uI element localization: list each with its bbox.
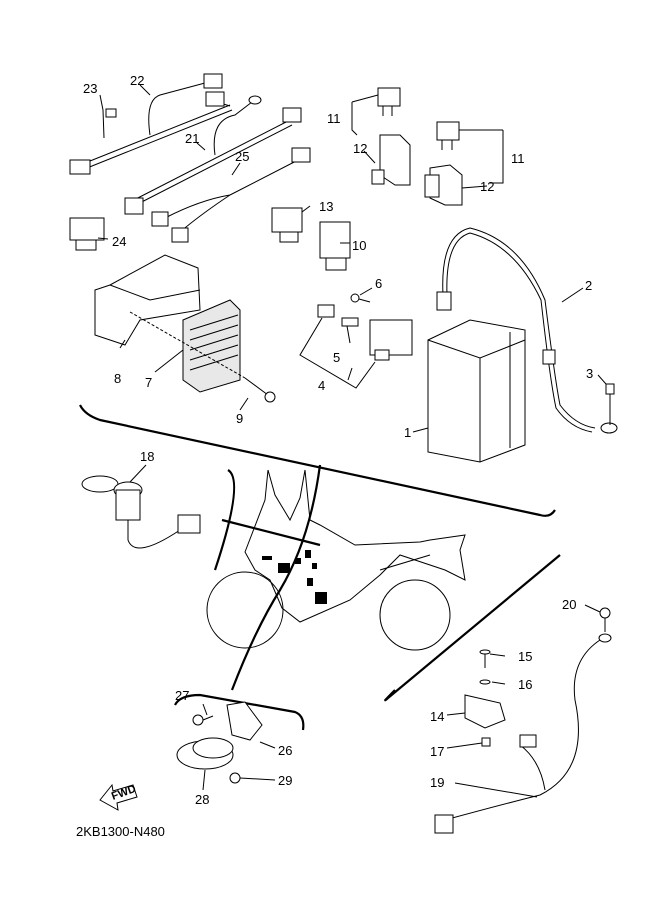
callout-21: 21 [185, 131, 199, 146]
callout-15: 15 [518, 649, 532, 664]
callout-23: 23 [83, 81, 97, 96]
battery-lead-2[interactable] [436, 227, 618, 434]
battery-1[interactable] [427, 319, 526, 463]
callout-11-right: 11 [511, 151, 525, 166]
leader-lines [97, 84, 607, 798]
callout-3: 3 [586, 366, 593, 381]
horn-bracket-26[interactable] [226, 701, 263, 741]
callout-4: 4 [318, 378, 325, 393]
bolt-27[interactable] [192, 714, 214, 726]
harness-25[interactable] [151, 147, 311, 243]
callout-12-right: 12 [480, 179, 494, 194]
relay-11-left[interactable] [377, 87, 401, 116]
washer-16[interactable] [479, 679, 491, 685]
callout-11-left: 11 [327, 111, 341, 126]
horn-28[interactable] [176, 737, 234, 770]
bolt-20[interactable] [598, 607, 612, 643]
callout-12-left: 12 [353, 141, 367, 156]
callout-13: 13 [319, 199, 333, 214]
relay-24[interactable] [69, 217, 105, 251]
callout-28: 28 [195, 792, 209, 807]
callout-19: 19 [430, 775, 444, 790]
callout-16: 16 [518, 677, 532, 692]
callout-24: 24 [112, 234, 126, 249]
screw-15[interactable] [479, 649, 491, 668]
diagram-code: 2KB1300-N480 [76, 824, 165, 839]
collar-17[interactable] [481, 737, 491, 747]
callout-25: 25 [235, 149, 249, 164]
sensor-14[interactable] [464, 694, 506, 729]
bolt-9[interactable] [244, 377, 276, 403]
nut-29[interactable] [229, 772, 241, 784]
callout-18: 18 [140, 449, 154, 464]
screw-6[interactable] [350, 293, 371, 303]
cover-8[interactable] [94, 254, 201, 346]
motorcycle-silhouette [206, 469, 466, 651]
callout-26: 26 [278, 743, 292, 758]
rectifier-regulator-7[interactable] [182, 299, 241, 393]
harness-22[interactable] [69, 73, 233, 175]
harness-21[interactable] [124, 95, 302, 215]
callout-10: 10 [352, 238, 366, 253]
callout-22: 22 [130, 73, 144, 88]
callout-2: 2 [585, 278, 592, 293]
callout-29: 29 [278, 773, 292, 788]
callout-20: 20 [562, 597, 576, 612]
fwd-arrow: FWD [99, 783, 138, 811]
bolt-3[interactable] [605, 383, 615, 425]
fuse-box-4b[interactable] [369, 319, 413, 361]
sub-harness-19[interactable] [434, 639, 601, 834]
callout-14: 14 [430, 709, 444, 724]
callout-27: 27 [175, 688, 189, 703]
flasher-relay-10[interactable] [319, 221, 351, 271]
relay-11-right[interactable] [436, 121, 460, 150]
fuse-5[interactable] [341, 317, 359, 327]
callout-5: 5 [333, 350, 340, 365]
callout-7: 7 [145, 375, 152, 390]
band-23[interactable] [102, 108, 117, 139]
callout-6: 6 [375, 276, 382, 291]
relay-13[interactable] [271, 207, 303, 243]
callout-9: 9 [236, 411, 243, 426]
callout-17: 17 [430, 744, 444, 759]
callouts: 1 2 3 4 5 6 7 8 9 10 11 11 12 12 13 14 1… [83, 73, 593, 807]
callout-1: 1 [404, 425, 411, 440]
callout-8: 8 [114, 371, 121, 386]
dc-outlet-18[interactable] [81, 475, 201, 549]
relay-holder-12-right[interactable] [424, 164, 463, 206]
relay-holder-12-left[interactable] [371, 134, 411, 186]
fuse-cover-4a[interactable] [317, 304, 335, 318]
